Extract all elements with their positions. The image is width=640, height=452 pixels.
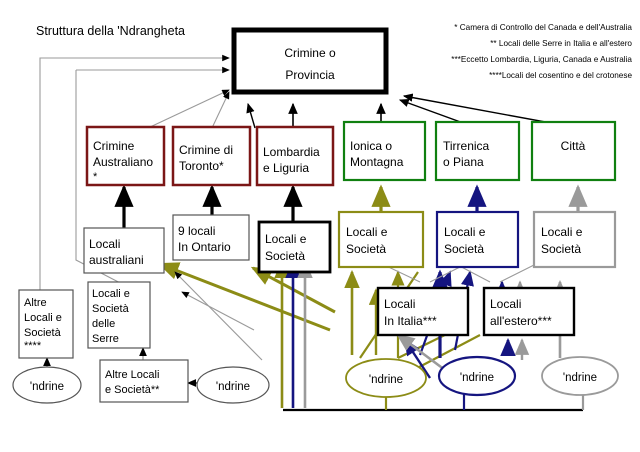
node-nove-locali-ontario[interactable]: 9 locali In Ontario bbox=[172, 214, 250, 261]
locali-australiani-line1: Locali bbox=[89, 237, 120, 251]
edge-olive-to-locali-australiani bbox=[157, 262, 331, 332]
node-locali-allestero[interactable]: Locali all'estero*** bbox=[482, 286, 576, 337]
altre-ls-line4: **** bbox=[24, 340, 42, 352]
locali-italia-line2: In Italia*** bbox=[384, 314, 437, 328]
serre-line4: Serre bbox=[92, 333, 119, 345]
ndrine-3-label: 'ndrine bbox=[369, 374, 403, 386]
crimine-toronto-line2: Toronto* bbox=[179, 159, 224, 173]
crimine-australiano-line1: Crimine bbox=[93, 139, 135, 153]
edge-lombardia-left-to-root bbox=[246, 102, 256, 129]
node-locali-in-italia[interactable]: Locali In Italia*** bbox=[376, 286, 470, 337]
root-label-line1: Crimine o bbox=[284, 46, 336, 60]
crimine-australiano-line2: Australiano bbox=[93, 155, 153, 169]
node-ndrine-3[interactable]: 'ndrine bbox=[345, 358, 427, 398]
ls-ionica-line2: Società bbox=[346, 242, 386, 256]
lombardia-liguria-line2: e Liguria bbox=[263, 161, 309, 175]
locali-italia-line1: Locali bbox=[384, 297, 415, 311]
citta-label: Città bbox=[561, 139, 586, 153]
serre-line3: delle bbox=[92, 318, 115, 330]
node-altre-locali-societa[interactable]: Altre Locali e Società **** bbox=[18, 289, 74, 359]
ndrine-4-label: 'ndrine bbox=[460, 372, 494, 384]
tirrenica-piana-line1: Tirrenica bbox=[443, 139, 490, 153]
edge-to-locali-australiani-gray bbox=[174, 271, 263, 361]
edge-altre-locali-to-root bbox=[39, 54, 230, 298]
node-locali-australiani[interactable]: Locali australiani bbox=[83, 227, 165, 274]
ls-lombardia-line1: Locali e bbox=[265, 232, 307, 246]
footnote-3: ***Eccetto Lombardia, Liguria, Canada e … bbox=[451, 55, 632, 64]
node-locali-societa-citta[interactable]: Locali e Società bbox=[532, 210, 617, 269]
node-locali-societa-lombardia[interactable]: Locali e Società bbox=[257, 220, 332, 274]
footnote-1: * Camera di Controllo del Canada e dell'… bbox=[454, 23, 632, 32]
node-locali-societa-ionica[interactable]: Locali e Società bbox=[337, 210, 425, 269]
ls-tirrenica-line2: Società bbox=[444, 242, 484, 256]
ls-lombardia-line2: Società bbox=[265, 249, 305, 263]
serre-line2: Società bbox=[92, 303, 130, 315]
node-citta[interactable]: Città bbox=[530, 120, 617, 182]
ionica-montagna-line2: Montagna bbox=[350, 155, 404, 169]
edge-crimine-australiano-to-root bbox=[147, 89, 230, 129]
ndrine-1-label: 'ndrine bbox=[30, 381, 64, 393]
altre-ls2-line2: e Società** bbox=[105, 384, 160, 396]
ls-ionica-line1: Locali e bbox=[346, 225, 388, 239]
ndrine-2-label: 'ndrine bbox=[216, 381, 250, 393]
node-ndrine-5[interactable]: 'ndrine bbox=[541, 356, 619, 396]
edge-to-serre-right bbox=[181, 291, 255, 331]
footnote-4: ****Locali del cosentino e del crotonese bbox=[489, 71, 632, 80]
node-locali-societa-serre[interactable]: Locali e Società delle Serre bbox=[87, 281, 151, 349]
page-title: Struttura della 'Ndrangheta bbox=[36, 24, 185, 38]
footnote-2: ** Locali delle Serre in Italia e all'es… bbox=[490, 39, 632, 48]
ontario-line1: 9 locali bbox=[178, 224, 215, 238]
root-label-line2: Provincia bbox=[285, 68, 335, 82]
node-lombardia-liguria[interactable]: Lombardia e Liguria bbox=[255, 125, 335, 187]
altre-ls-line1: Altre bbox=[24, 297, 47, 309]
node-altre-locali-societa-2[interactable]: Altre Locali e Società** bbox=[99, 359, 189, 403]
locali-allestero-line2: all'estero*** bbox=[490, 314, 552, 328]
altre-ls-line2: Locali e bbox=[24, 312, 62, 324]
tirrenica-piana-line2: o Piana bbox=[443, 155, 484, 169]
node-crimine-toronto[interactable]: Crimine di Toronto* bbox=[171, 125, 252, 187]
ndrine-5-label: 'ndrine bbox=[563, 372, 597, 384]
serre-line1: Locali e bbox=[92, 288, 130, 300]
locali-australiani-line2: australiani bbox=[89, 253, 144, 267]
node-ndrine-1[interactable]: 'ndrine bbox=[12, 366, 82, 404]
crimine-toronto-line1: Crimine di bbox=[179, 143, 233, 157]
crimine-australiano-line3: * bbox=[93, 171, 98, 183]
node-ndrine-2[interactable]: 'ndrine bbox=[196, 366, 270, 404]
edges-layer bbox=[39, 54, 588, 412]
ls-citta-line1: Locali e bbox=[541, 225, 583, 239]
node-tirrenica-piana[interactable]: Tirrenica o Piana bbox=[434, 120, 521, 182]
node-crimine-australiano[interactable]: Crimine Australiano * bbox=[85, 125, 166, 187]
ls-tirrenica-line1: Locali e bbox=[444, 225, 486, 239]
ls-citta-line2: Società bbox=[541, 242, 581, 256]
node-crimine-o-provincia[interactable]: Crimine o Provincia bbox=[231, 27, 389, 95]
ionica-montagna-line1: Ionica o bbox=[350, 139, 392, 153]
ontario-line2: In Ontario bbox=[178, 240, 231, 254]
altre-ls2-line1: Altre Locali bbox=[105, 369, 159, 381]
altre-ls-line3: Società bbox=[24, 327, 62, 339]
edge-crimine-toronto-to-root bbox=[211, 91, 230, 129]
edge-gray-to-locali-italia bbox=[396, 333, 446, 372]
lombardia-liguria-line1: Lombardia bbox=[263, 145, 320, 159]
node-ionica-montagna[interactable]: Ionica o Montagna bbox=[342, 120, 427, 182]
node-locali-societa-tirrenica[interactable]: Locali e Società bbox=[435, 210, 520, 269]
node-ndrine-4[interactable]: 'ndrine bbox=[437, 355, 517, 397]
locali-allestero-line1: Locali bbox=[490, 297, 521, 311]
edge-serre-to-root-v bbox=[75, 70, 131, 289]
